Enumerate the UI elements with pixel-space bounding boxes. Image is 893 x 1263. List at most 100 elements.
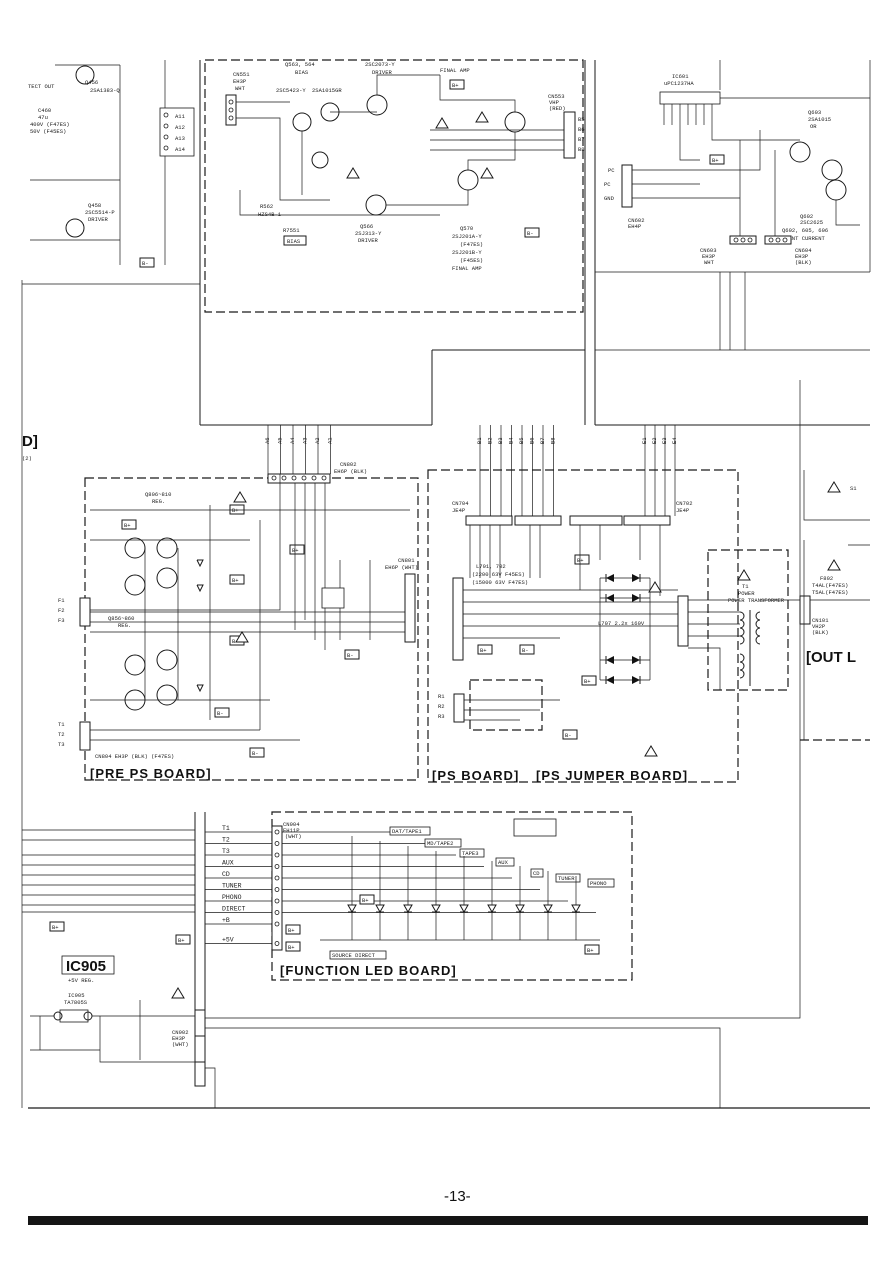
q806-reg-label: REG. — [152, 498, 165, 505]
cn553-type: VHP — [549, 99, 559, 106]
cn802-connector — [267, 473, 331, 484]
power-transformer: T1 POWER POWER TRANSFORMER — [688, 549, 800, 691]
cn904-pin — [274, 829, 280, 835]
q856-860-label: Q856~860 — [108, 615, 134, 622]
rectifier-diodes — [605, 574, 641, 684]
ic905-section: IC905 +5V REG. IC905 TA7805S CN902 EH3P … — [30, 380, 801, 1108]
l701-value: (2200 63V F45ES) — [472, 571, 525, 578]
b-plus-badge-led-3 — [285, 941, 301, 952]
cn603-color: WHT — [704, 259, 715, 266]
ic905-part: IC905 — [68, 992, 85, 999]
cn801-type: EH6P (WHT) — [385, 564, 418, 571]
b-minus-text-top: B- — [527, 230, 534, 237]
e-bus-label: E1 — [641, 437, 648, 444]
transformer-outline — [707, 549, 789, 691]
cn902-connector — [194, 1009, 206, 1037]
a-pin-strip-topleft: A11 A12 A13 A14 — [159, 107, 195, 157]
q456-label: Q456 — [85, 79, 98, 86]
led-icon — [459, 904, 469, 914]
cn904-pin — [274, 852, 280, 858]
a-bus-label: A2 — [314, 437, 321, 444]
phono-box — [587, 878, 615, 888]
cn602-type: EH4P — [628, 223, 641, 230]
ic905-chip — [59, 1009, 89, 1023]
side-label-d: D] — [22, 433, 38, 450]
b-bus-label: B8 — [550, 437, 557, 444]
transformer-label-2: POWER TRANSFORMER — [728, 597, 785, 604]
b-plus-text-preps-2: B+ — [124, 522, 131, 529]
b-minus-text-ps-1: B- — [522, 647, 529, 654]
b-plus-text-right: B+ — [712, 157, 719, 164]
cn801-label: CN801 — [398, 557, 415, 564]
q806-symbol — [124, 574, 146, 596]
b-minus-text-preps-4: B- — [347, 652, 354, 659]
warning-triangle-preps-1 — [233, 491, 247, 503]
out-board-partial: S1 F802 T4AL(F47ES) T5AL(F47ES) CN101 VH… — [799, 470, 870, 741]
cn902-label: CN902 — [172, 1029, 189, 1036]
q857-symbol — [156, 684, 178, 706]
wire — [768, 237, 774, 243]
q458-transistor-symbol — [65, 218, 85, 238]
p-pin-gnd: GND — [604, 195, 615, 202]
b-plus-badge-preps-3 — [229, 574, 245, 585]
b-pin-b7: B7 — [578, 136, 585, 143]
cd-label: CD — [533, 870, 540, 877]
q570-part-3: 2SJ201B-Y — [452, 249, 482, 256]
e-bus-label: E3 — [661, 437, 668, 444]
function-led-board-title: [FUNCTION LED BOARD] — [280, 963, 457, 978]
q810-symbol — [124, 537, 146, 559]
led-icon — [487, 904, 497, 914]
b-plus-text-left: B+ — [52, 924, 59, 931]
cn706-connector — [452, 577, 464, 661]
t-line-t2: T2 — [58, 731, 65, 738]
cn101-label: CN101 — [812, 617, 829, 624]
b-pin-b5: B5 — [578, 116, 585, 123]
wire — [196, 684, 204, 693]
q860-symbol — [124, 654, 146, 676]
t801-coil — [321, 587, 345, 609]
q456-part: 2SA1383-Q — [90, 87, 120, 94]
wire — [281, 475, 287, 481]
cn904-pin — [274, 864, 280, 869]
a-pin-a14: A14 — [175, 146, 186, 153]
source-direct-box — [329, 950, 387, 960]
wire — [739, 611, 745, 645]
q570-part-1: 2SJ201A-Y — [452, 233, 482, 240]
a-bus-label: A5 — [277, 437, 284, 444]
b-plus-text-led-4: B+ — [587, 947, 594, 954]
top-center-amp-section: Q563, 564 BIAS 2SC5423-Y 2SA1015GR 2SC20… — [204, 59, 585, 313]
cn904-label: CN904 — [283, 821, 300, 828]
b-minus-badge-preps-2 — [214, 707, 230, 718]
ic905-sub: +5V REG. — [68, 977, 94, 984]
wire — [321, 475, 327, 481]
b-bus-label: B4 — [508, 437, 515, 444]
ic601-pins — [663, 104, 713, 125]
wire — [463, 525, 678, 721]
wire — [632, 97, 870, 236]
cn553-color: (RED) — [549, 105, 566, 112]
led-icon — [515, 904, 525, 914]
cn101-connector — [799, 595, 811, 625]
q807-symbol — [156, 567, 178, 589]
q458-role: DRIVER — [88, 216, 109, 223]
ic601-label: IC601 — [672, 73, 689, 80]
p-pin-strip — [621, 164, 633, 208]
b-plus-text-preps-1: B+ — [232, 507, 239, 514]
led-icon — [347, 904, 357, 914]
q809-symbol — [156, 537, 178, 559]
b-plus-badge-led-2 — [285, 924, 301, 935]
cn904-pin — [274, 921, 280, 927]
constant-current-label: CONSTANT CURRENT — [772, 235, 826, 242]
dat-tape1-label: DAT/TAPE1 — [392, 828, 422, 835]
cn704-type: JE4P — [452, 507, 465, 514]
l701-value-2: (15000 63V F47ES) — [472, 579, 528, 586]
b-minus-rail-badge-topleft — [139, 257, 155, 268]
wire — [311, 475, 317, 481]
wire — [733, 237, 739, 243]
cn904-type: EH11P — [283, 827, 300, 834]
cn904-pin — [274, 875, 280, 881]
cn707-connector — [514, 515, 562, 526]
